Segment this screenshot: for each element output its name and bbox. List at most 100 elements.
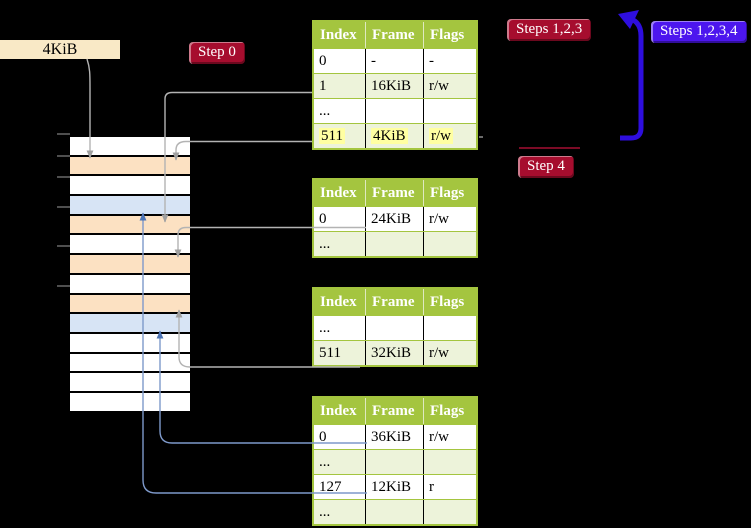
memory-frame-row-white — [70, 373, 190, 391]
table-cell: ... — [314, 450, 366, 474]
address-tick — [57, 285, 70, 287]
table-cell: r/w — [429, 211, 449, 227]
memory-frame-row-white — [70, 176, 190, 195]
table-cell: 24KiB — [366, 207, 424, 231]
table-cell: 511 — [314, 341, 366, 365]
table-cell: 511 — [314, 124, 366, 148]
table-cell: 0 — [314, 49, 366, 73]
memory-frame-row-white — [70, 137, 190, 155]
page-walk-arrowhead — [618, 10, 639, 29]
table-cell: 16KiB — [366, 74, 424, 98]
table-cell — [366, 232, 424, 256]
table-cell — [366, 500, 424, 524]
table-cell: 36KiB — [366, 425, 424, 449]
address-tick — [57, 133, 70, 135]
table-cell: r/w — [429, 345, 449, 361]
table-cell: ... — [314, 232, 366, 256]
memory-frame-row-white — [70, 333, 190, 352]
memory-frame-row-white — [70, 274, 190, 293]
table-row: ... — [314, 315, 476, 340]
table-row: ... — [314, 499, 476, 524]
column-header: Frame — [366, 180, 424, 206]
table-cell: 32KiB — [366, 341, 424, 365]
page-size-label: 4KiB — [0, 40, 120, 59]
steps-1-2-3-badge: Steps 1,2,3 — [507, 19, 592, 41]
table-cell: r/w — [429, 78, 449, 94]
table-cell: r/w — [429, 429, 449, 445]
step-4-underline — [519, 147, 580, 149]
steps-1-2-3-4-badge: Steps 1,2,3,4 — [651, 21, 747, 43]
table-row: 0-- — [314, 48, 476, 73]
memory-frame-row-peach — [70, 294, 190, 313]
table-row: ... — [314, 231, 476, 256]
memory-frame-row-white — [70, 235, 190, 254]
column-header: Flags — [430, 403, 465, 419]
table-row: ... — [314, 98, 476, 123]
memory-frame-row-peach — [70, 215, 190, 234]
column-header: Frame — [366, 22, 424, 48]
memory-frame-row-blue — [70, 196, 190, 214]
column-header: Index — [314, 398, 366, 424]
address-tick — [57, 245, 70, 247]
table-cell: ... — [314, 500, 366, 524]
column-header: Index — [314, 289, 366, 315]
address-tick — [57, 155, 70, 157]
table-cell: 0 — [314, 425, 366, 449]
table-cell — [366, 99, 424, 123]
table-cell: - — [429, 53, 434, 69]
column-header: Flags — [430, 27, 465, 43]
memory-frame-row-blue — [70, 314, 190, 332]
address-tick — [57, 206, 70, 208]
step-0-badge: Step 0 — [189, 42, 245, 64]
table-cell: 0 — [314, 207, 366, 231]
highlighted-value: r/w — [429, 128, 453, 144]
table-cell: - — [366, 49, 424, 73]
page-walk-arrow — [620, 15, 644, 141]
table-cell — [424, 500, 476, 524]
memory-frame-row-peach — [70, 255, 190, 273]
table-cell — [424, 232, 476, 256]
table-cell: r — [429, 479, 434, 495]
step-4-badge: Step 4 — [518, 156, 574, 178]
address-tick — [57, 176, 70, 178]
highlighted-value: 511 — [319, 128, 345, 144]
column-header: Flags — [430, 185, 465, 201]
table-cell — [366, 316, 424, 340]
physical-memory-stack — [70, 137, 190, 413]
table-cell: 127 — [314, 475, 366, 499]
table-cell — [366, 450, 424, 474]
column-header: Frame — [366, 289, 424, 315]
column-header: Index — [314, 22, 366, 48]
column-header: Frame — [366, 398, 424, 424]
table-cell — [424, 450, 476, 474]
memory-frame-row-white — [70, 392, 190, 411]
highlighted-value: 4KiB — [371, 128, 408, 144]
table-row: ... — [314, 449, 476, 474]
table-cell: 12KiB — [366, 475, 424, 499]
column-header: Index — [314, 180, 366, 206]
table-cell: ... — [314, 99, 366, 123]
table-cell — [424, 99, 476, 123]
column-header: Flags — [430, 294, 465, 310]
table-cell: r/w — [424, 124, 476, 148]
table-cell: ... — [314, 316, 366, 340]
table-side-tick — [479, 136, 483, 138]
arrow-table1-row511-to-frame — [172, 140, 312, 161]
memory-frame-row-white — [70, 353, 190, 372]
memory-frame-row-peach — [70, 156, 190, 175]
table-cell: 1 — [314, 74, 366, 98]
table-row: 511 4KiB r/w — [314, 123, 476, 148]
